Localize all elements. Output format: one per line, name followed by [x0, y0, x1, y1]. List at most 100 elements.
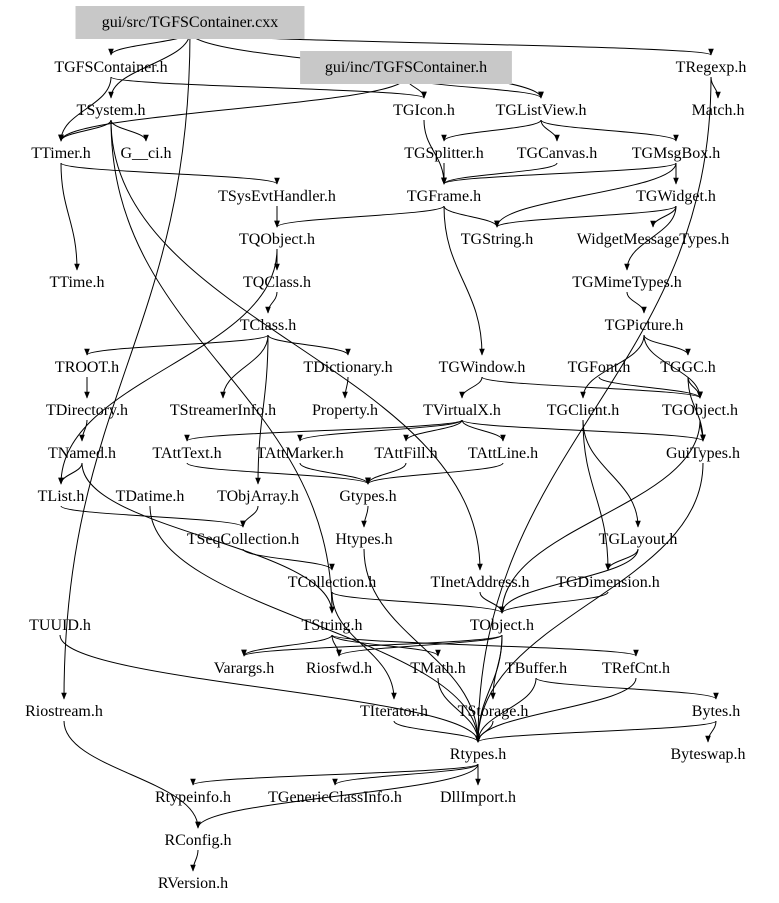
- node-label: TBuffer.h: [505, 660, 567, 677]
- node-tgicon-h[interactable]: TGIcon.h: [393, 102, 455, 119]
- node-gui-src-tgfscontainer-cxx[interactable]: gui/src/TGFSContainer.cxx: [75, 6, 305, 39]
- node-label: Match.h: [692, 102, 745, 119]
- node-tgmimetypes-h[interactable]: TGMimeTypes.h: [572, 274, 682, 291]
- node-label: Htypes.h: [335, 531, 392, 548]
- node-tbuffer-h[interactable]: TBuffer.h: [505, 660, 567, 677]
- node-tstring-h[interactable]: TString.h: [302, 617, 363, 634]
- edge-tnamed-h-to-tlist-h: [58, 462, 83, 485]
- node-label: TAttText.h: [152, 445, 221, 462]
- node-label: TGFont.h: [568, 359, 631, 376]
- node-label: TGWindow.h: [439, 359, 526, 376]
- node-byteswap-h[interactable]: Byteswap.h: [670, 746, 745, 763]
- node-label: Property.h: [312, 402, 378, 419]
- node-tgdimension-h[interactable]: TGDimension.h: [556, 574, 660, 591]
- node-dllimport-h[interactable]: DllImport.h: [440, 789, 516, 806]
- node-tsysevthandler-h[interactable]: TSysEvtHandler.h: [218, 188, 336, 205]
- edge-tqobject-h-to-tlist-h: [58, 248, 278, 485]
- node-gtypes-h[interactable]: Gtypes.h: [339, 488, 396, 505]
- node-tmath-h[interactable]: TMath.h: [410, 660, 466, 677]
- node-tgframe-h[interactable]: TGFrame.h: [407, 188, 481, 205]
- node-tgfont-h[interactable]: TGFont.h: [568, 359, 631, 376]
- node-titerator-h[interactable]: TIterator.h: [360, 703, 428, 720]
- node-label: Riosfwd.h: [306, 660, 372, 677]
- node-g-ci-h[interactable]: G__ci.h: [120, 145, 171, 162]
- edge-tgmsgbox-h-to-tgstring-h: [494, 162, 677, 228]
- node-tgclient-h[interactable]: TGClient.h: [547, 402, 619, 419]
- edge-cxx-to-riostream-h: [61, 31, 191, 700]
- node-tstorage-h[interactable]: TStorage.h: [458, 703, 529, 720]
- node-tgwindow-h[interactable]: TGWindow.h: [439, 359, 526, 376]
- node-tgpicture-h[interactable]: TGPicture.h: [605, 317, 684, 334]
- node-ttimer-h[interactable]: TTimer.h: [31, 145, 90, 162]
- node-tglayout-h[interactable]: TGLayout.h: [599, 531, 678, 548]
- node-rconfig-h[interactable]: RConfig.h: [164, 832, 231, 849]
- node-rversion-h[interactable]: RVersion.h: [158, 875, 228, 892]
- node-tqclass-h[interactable]: TQClass.h: [243, 274, 311, 291]
- node-rtypes-h[interactable]: Rtypes.h: [450, 746, 506, 763]
- node-tgwidget-h[interactable]: TGWidget.h: [636, 188, 716, 205]
- node-tsystem-h[interactable]: TSystem.h: [77, 102, 146, 119]
- node-troot-h[interactable]: TROOT.h: [55, 359, 119, 376]
- node-tnamed-h[interactable]: TNamed.h: [48, 445, 116, 462]
- node-tgcanvas-h[interactable]: TGCanvas.h: [517, 145, 597, 162]
- node-tinetaddress-h[interactable]: TInetAddress.h: [430, 574, 529, 591]
- node-tgstring-h[interactable]: TGString.h: [461, 231, 533, 248]
- node-property-h[interactable]: Property.h: [312, 402, 378, 419]
- node-riosfwd-h[interactable]: Riosfwd.h: [306, 660, 372, 677]
- node-varargs-h[interactable]: Varargs.h: [214, 660, 275, 677]
- node-htypes-h[interactable]: Htypes.h: [335, 531, 392, 548]
- edge-tglistview-h-to-tgmsgbox-h: [540, 119, 679, 142]
- node-tgmsgbox-h[interactable]: TGMsgBox.h: [632, 145, 720, 162]
- node-tgobject-h[interactable]: TGObject.h: [662, 402, 738, 419]
- node-guitypes-h[interactable]: GuiTypes.h: [666, 445, 740, 462]
- node-label: TIterator.h: [360, 703, 428, 720]
- nodes: gui/src/TGFSContainer.cxxTGFSContainer.h…: [25, 6, 746, 892]
- node-label: TStreamerInfo.h: [170, 402, 276, 419]
- node-tqobject-h[interactable]: TQObject.h: [239, 231, 315, 248]
- node-tclass-h[interactable]: TClass.h: [240, 317, 296, 334]
- node-label: TSysEvtHandler.h: [218, 188, 336, 205]
- node-trefcnt-h[interactable]: TRefCnt.h: [602, 660, 670, 677]
- node-tdictionary-h[interactable]: TDictionary.h: [303, 359, 392, 376]
- node-tattline-h[interactable]: TAttLine.h: [468, 445, 538, 462]
- node-tstreamerinfo-h[interactable]: TStreamerInfo.h: [170, 402, 276, 419]
- node-rtypeinfo-h[interactable]: Rtypeinfo.h: [155, 789, 231, 806]
- node-tseqcollection-h[interactable]: TSeqCollection.h: [187, 531, 299, 548]
- node-bytes-h[interactable]: Bytes.h: [692, 703, 740, 720]
- edge-tregexp-h-to-rtypes-h: [475, 76, 712, 743]
- node-tdirectory-h[interactable]: TDirectory.h: [46, 402, 128, 419]
- node-tlist-h[interactable]: TList.h: [38, 488, 85, 505]
- node-highlight-box: [75, 6, 305, 39]
- node-label: TGSplitter.h: [404, 145, 484, 162]
- node-tdatime-h[interactable]: TDatime.h: [116, 488, 185, 505]
- node-tvirtualx-h[interactable]: TVirtualX.h: [423, 402, 501, 419]
- edge-tgdimension-h-to-tobject-h: [499, 591, 609, 614]
- node-tobject-h[interactable]: TObject.h: [470, 617, 534, 634]
- edge-tgpicture-h-to-tgclient-h: [580, 334, 645, 399]
- node-ttime-h[interactable]: TTime.h: [50, 274, 105, 291]
- node-tglistview-h[interactable]: TGListView.h: [496, 102, 587, 119]
- node-tobjarray-h[interactable]: TObjArray.h: [217, 488, 299, 505]
- edge-tstring-h-to-tmath-h: [331, 634, 441, 657]
- node-match-h[interactable]: Match.h: [692, 102, 745, 119]
- node-widgetmessagetypes-h[interactable]: WidgetMessageTypes.h: [577, 231, 729, 248]
- node-tatttext-h[interactable]: TAttText.h: [152, 445, 221, 462]
- node-tattfill-h[interactable]: TAttFill.h: [374, 445, 437, 462]
- edge-tgcanvas-h-to-tgframe-h: [441, 162, 558, 185]
- node-tcollection-h[interactable]: TCollection.h: [288, 574, 376, 591]
- node-label: TDatime.h: [116, 488, 185, 505]
- node-tgsplitter-h[interactable]: TGSplitter.h: [404, 145, 484, 162]
- node-gui-inc-tgfscontainer-h[interactable]: gui/inc/TGFSContainer.h: [300, 51, 512, 84]
- node-tgenericclassinfo-h[interactable]: TGenericClassInfo.h: [268, 789, 402, 806]
- node-tregexp-h[interactable]: TRegexp.h: [676, 59, 747, 76]
- node-tuuid-h[interactable]: TUUID.h: [29, 617, 91, 634]
- node-tattmarker-h[interactable]: TAttMarker.h: [256, 445, 343, 462]
- node-label: TGClient.h: [547, 402, 619, 419]
- node-label: TCollection.h: [288, 574, 376, 591]
- node-riostream-h[interactable]: Riostream.h: [25, 703, 103, 720]
- node-tggc-h[interactable]: TGGC.h: [660, 359, 716, 376]
- node-label: TGObject.h: [662, 402, 738, 419]
- node-tgfscontainer-h[interactable]: TGFSContainer.h: [54, 59, 167, 76]
- edge-tglayout-h-to-tobject-h: [499, 548, 639, 614]
